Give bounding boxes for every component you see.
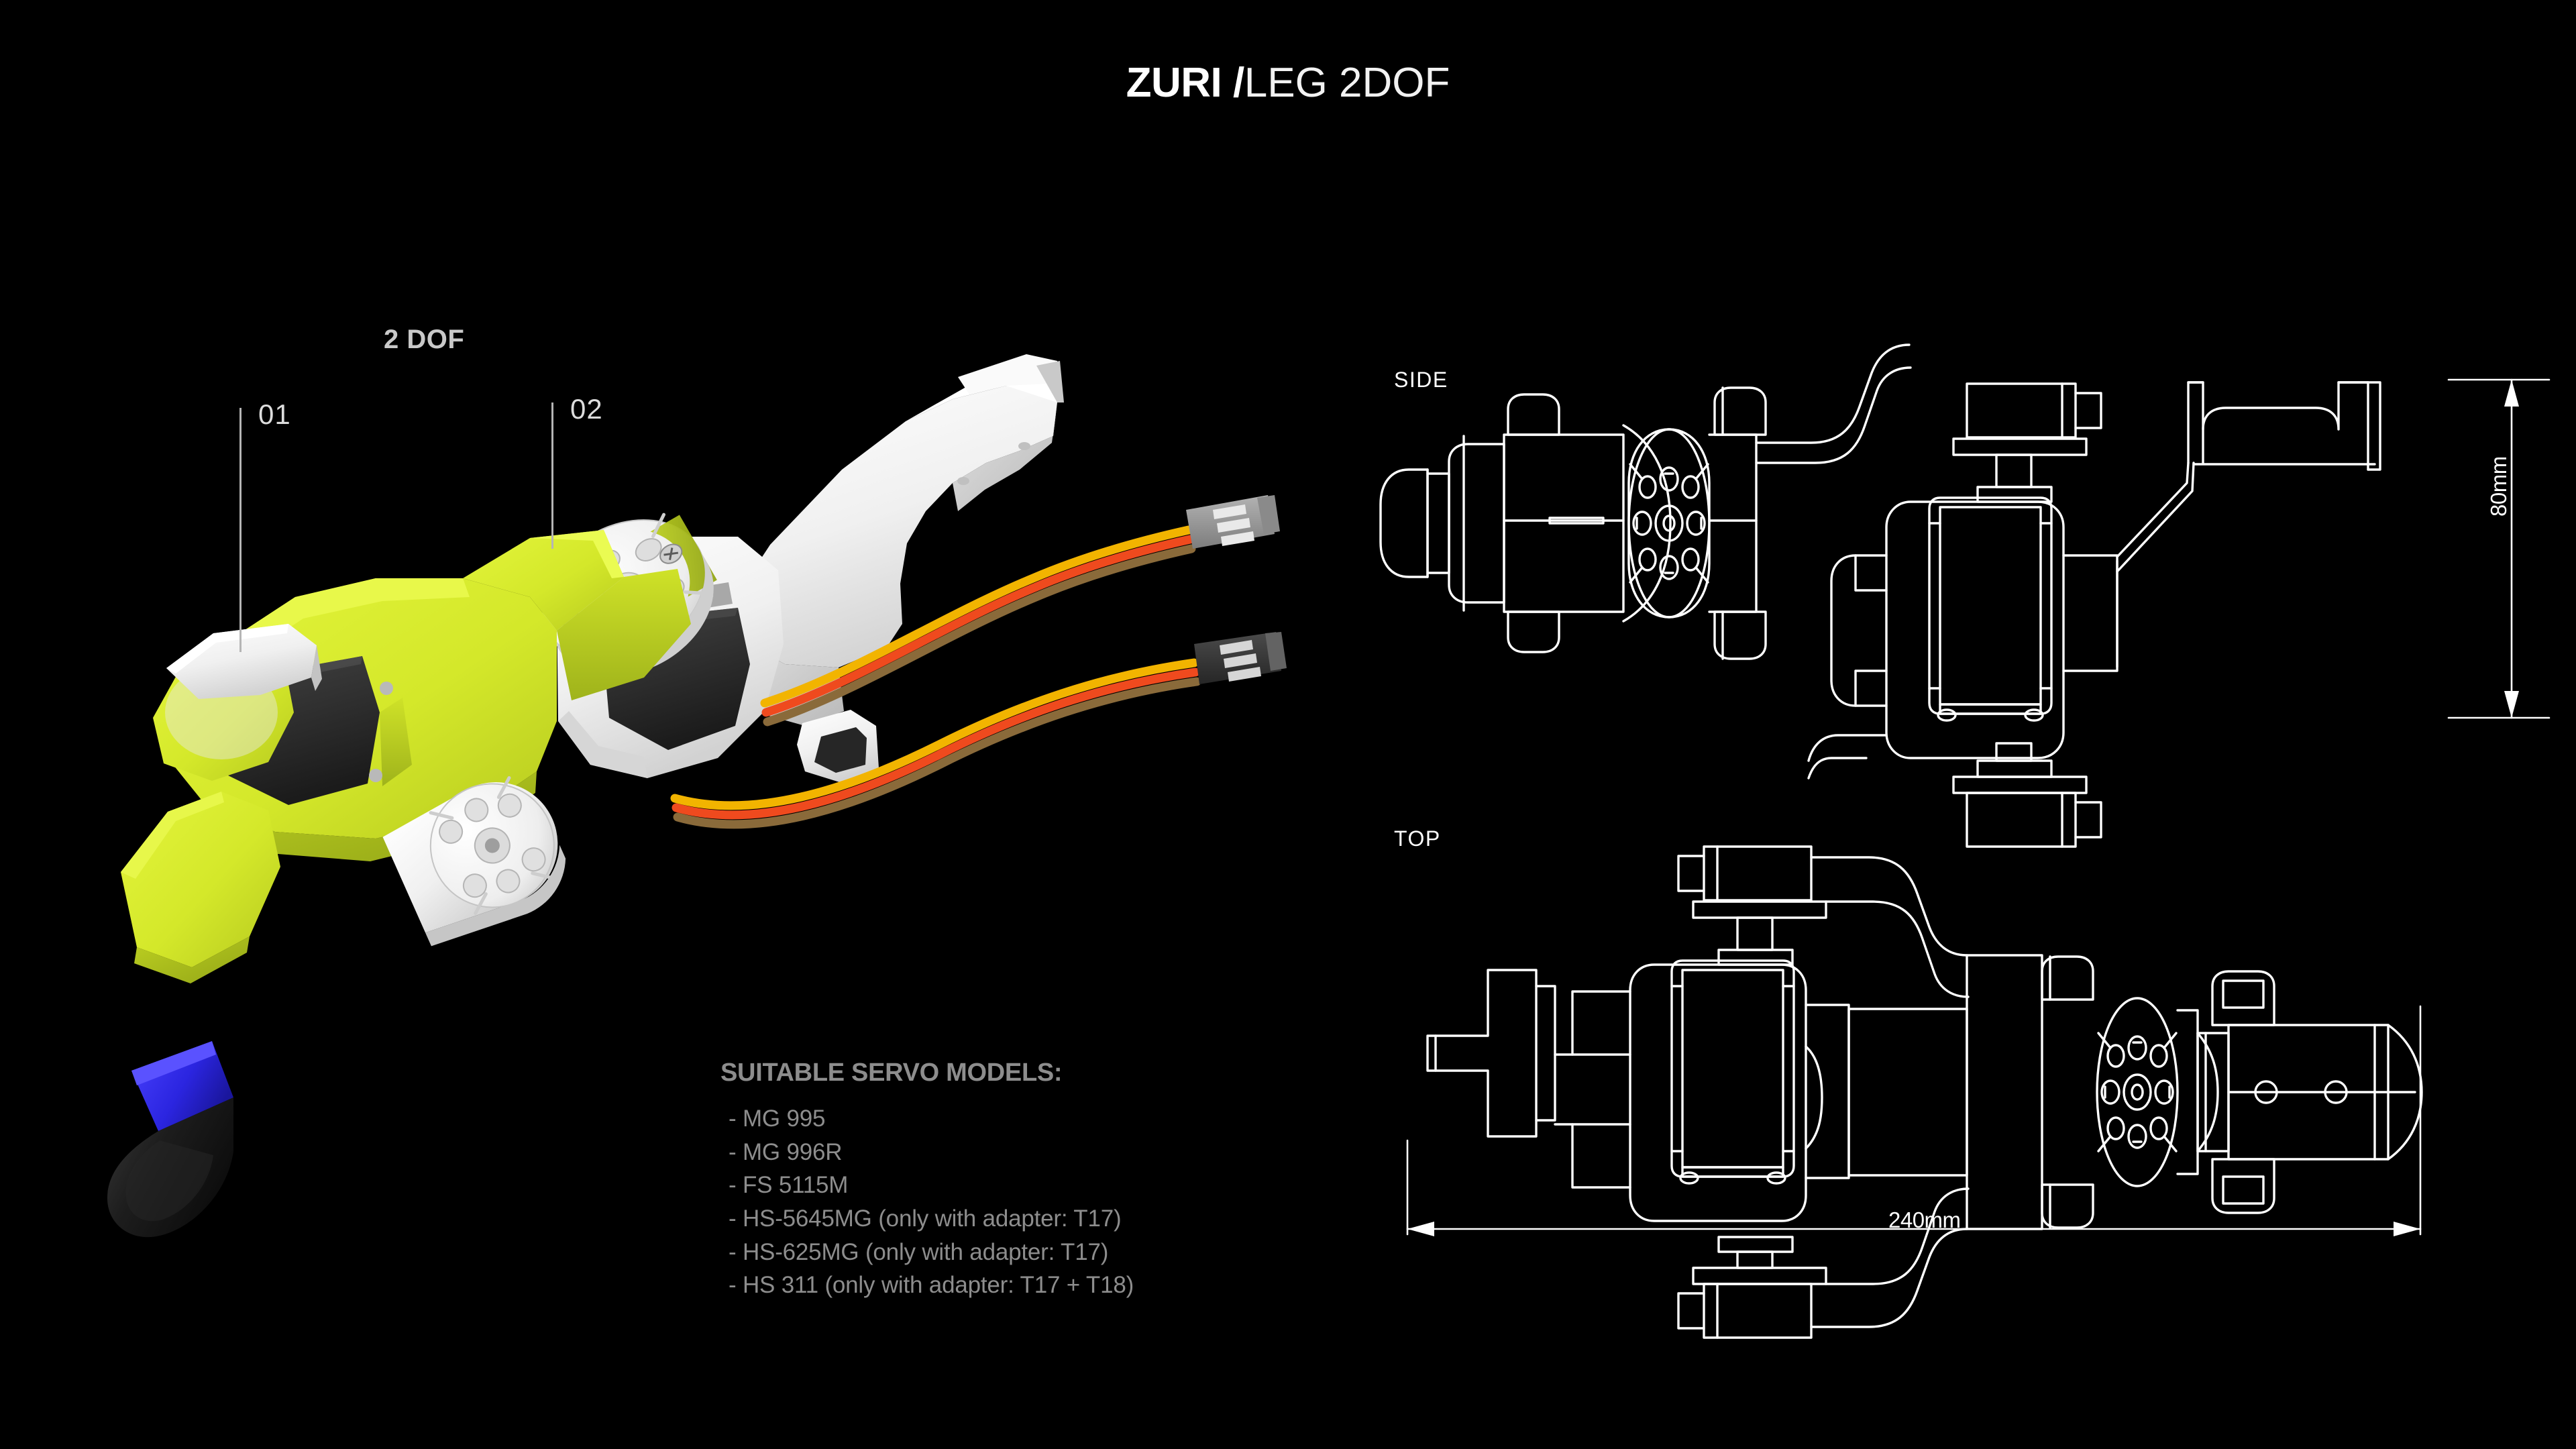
servo-connector-upper <box>1186 495 1280 549</box>
dimension-label-240mm: 240mm <box>1888 1208 1961 1232</box>
suitable-servo-models: SUITABLE SERVO MODELS: - MG 995 - MG 996… <box>720 1059 1134 1302</box>
callout-02-label: 02 <box>570 393 603 425</box>
servo-list-item: - FS 5115M <box>729 1172 849 1199</box>
servo-list-item: - HS-5645MG (only with adapter: T17) <box>729 1205 1122 1232</box>
servo-list-item: - HS 311 (only with adapter: T17 + T18) <box>729 1272 1134 1299</box>
foot-tip <box>107 1041 233 1238</box>
servo-list-item: - MG 995 <box>729 1106 826 1132</box>
joint-hub-01 <box>153 624 322 781</box>
view-label-top: TOP <box>1394 826 1441 851</box>
callout-01-label: 01 <box>258 398 291 430</box>
side-view-drawing <box>1379 343 2381 848</box>
servo-list-item: - MG 996R <box>729 1138 843 1165</box>
title-brand: ZURI / <box>1126 60 1245 106</box>
servo-list-title: SUITABLE SERVO MODELS: <box>720 1059 1063 1087</box>
page-title: ZURI /LEG 2DOF <box>0 59 2576 107</box>
servo-list-item: - HS-625MG (only with adapter: T17) <box>729 1238 1109 1265</box>
lower-foot-bracket <box>121 792 280 983</box>
servo-connector-lower <box>1194 632 1287 684</box>
dimension-240mm <box>1406 1005 2422 1236</box>
dimension-label-80mm: 80mm <box>2486 456 2511 517</box>
dof-label: 2 DOF <box>384 325 465 354</box>
view-label-side: SIDE <box>1394 368 1448 392</box>
callout-01-line <box>239 408 241 652</box>
title-subject: LEG 2DOF <box>1244 60 1450 106</box>
servo-cables <box>670 525 1201 829</box>
servo-horn-01 <box>382 776 566 947</box>
top-view-drawing <box>1426 845 2423 1339</box>
callout-02-line <box>551 402 553 549</box>
dimension-80mm <box>2447 378 2551 719</box>
